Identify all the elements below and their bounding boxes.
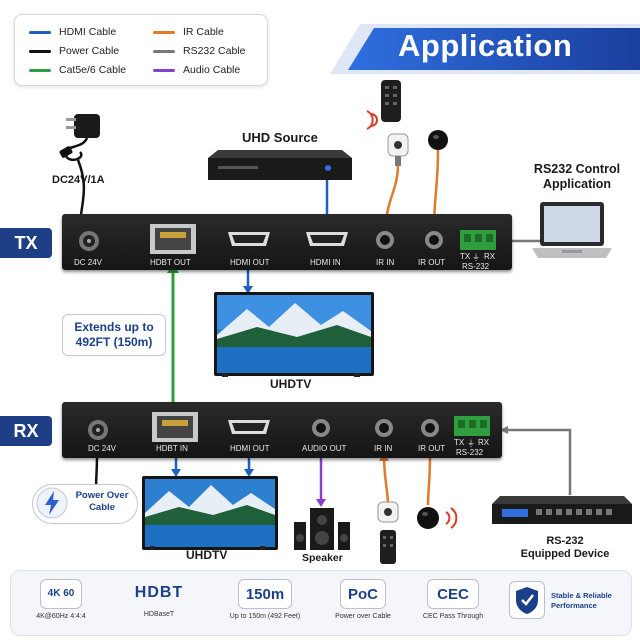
tx-port-hdmi-out: HDMI OUT <box>230 258 270 267</box>
tx-port-rs-tx: TX <box>460 252 471 261</box>
feature-badge-shield <box>509 581 545 619</box>
rx-port-rs-tx: TX <box>454 438 465 447</box>
uhdtv-rx-screen <box>142 476 278 550</box>
legend-label: Power Cable <box>59 45 120 57</box>
rx-port-hdbt-in: HDBT IN <box>156 444 188 453</box>
extends-callout <box>62 314 166 356</box>
feature-150m: 150m Up to 150m (492 Feet) <box>221 579 309 621</box>
extends-label: Extends up to 492FT (150m) <box>74 320 154 349</box>
tx-port-ground: ⏚ <box>472 253 480 262</box>
feature-sub-4k: 4K@60Hz 4:4:4 <box>36 613 86 620</box>
tx-port-hdbt-out: HDBT OUT <box>150 258 191 267</box>
feature-badge-150m: 150m <box>238 579 292 609</box>
legend-label: Audio Cable <box>183 64 241 76</box>
power-over-cable-label: Power Over Cable <box>75 490 129 513</box>
feature-badge-4k: 4K 60 <box>40 579 82 609</box>
tx-port-hdmi-in: HDMI IN <box>310 258 341 267</box>
feature-sub-150m: Up to 150m (492 Feet) <box>229 613 301 620</box>
ir-cable-rx-in <box>382 454 390 506</box>
uhdtv-tx-label: UHDTV <box>270 377 312 391</box>
tx-port-ir-in: IR IN <box>376 258 395 267</box>
rx-port-rs232: RS-232 <box>456 448 484 457</box>
rs232-cable-rx <box>502 428 572 495</box>
legend-label: IR Cable <box>183 26 224 38</box>
legend-label: HDMI Cable <box>59 26 117 38</box>
feature-strip: 4K 60 4K@60Hz 4:4:4 HDBT HDBaseT 150m Up… <box>10 570 632 636</box>
tx-port-ir-out: IR OUT <box>418 258 446 267</box>
banner-title: Application <box>398 28 573 63</box>
uhdtv-rx-label: UHDTV <box>186 548 228 562</box>
speaker-label: Speaker <box>302 552 343 564</box>
legend-item-cat: Cat5e/6 Cable <box>29 64 126 76</box>
power-adapter-label: DC24V/1A <box>52 174 105 186</box>
rx-port-ground: ⏚ <box>467 439 475 448</box>
cable-legend: HDMI Cable Power Cable Cat5e/6 Cable IR … <box>14 14 268 86</box>
feature-poc: PoC Power over Cable <box>319 579 407 621</box>
rx-ports <box>88 412 490 442</box>
tx-port-rs232: RS-232 <box>462 262 490 271</box>
feature-badge-hdbt: HDBT <box>134 584 184 601</box>
ir-receiver-remote-icon <box>366 80 409 166</box>
tv-foot <box>354 373 360 377</box>
shield-icon <box>516 587 538 614</box>
legend-item-rs232: RS232 Cable <box>153 45 245 57</box>
ir-emitter-icon <box>428 130 448 150</box>
speaker-icon <box>294 508 350 550</box>
ir-receiver-remote-icon <box>377 501 399 564</box>
legend-swatch-ir <box>153 30 175 34</box>
tv-foot <box>150 546 155 550</box>
legend-swatch-power <box>29 49 51 53</box>
feature-badge-poc: PoC <box>340 579 386 609</box>
bluray-player-icon <box>208 150 352 180</box>
legend-label: RS232 Cable <box>183 45 246 57</box>
feature-sub-stable: Stable & Reliable Performance <box>551 591 612 610</box>
feature-4k60: 4K 60 4K@60Hz 4:4:4 <box>17 579 105 621</box>
rx-port-hdmi-out: HDMI OUT <box>230 444 270 453</box>
rx-port-dc: DC 24V <box>88 444 117 453</box>
legend-swatch-audio <box>153 68 175 72</box>
tv-foot <box>260 546 265 550</box>
feature-sub-poc: Power over Cable <box>335 613 391 620</box>
rs232-control-label: RS232 Control Application <box>533 162 621 191</box>
rx-tag: RX <box>0 416 52 446</box>
legend-item-audio: Audio Cable <box>153 64 240 76</box>
feature-sub-cec: CEC Pass Through <box>422 613 484 620</box>
laptop-icon <box>532 202 612 258</box>
matrix-switch-icon <box>492 496 632 524</box>
rs232-device-label: RS-232 Equipped Device <box>520 535 610 560</box>
feature-hdbt: HDBT HDBaseT <box>115 579 203 619</box>
feature-badge-cec: CEC <box>427 579 479 609</box>
legend-swatch-cat <box>29 68 51 72</box>
tv-foot <box>222 373 228 377</box>
tx-ports <box>79 224 496 254</box>
tx-port-dc: DC 24V <box>74 258 103 267</box>
feature-cec: CEC CEC Pass Through <box>409 579 497 621</box>
power-adapter-icon <box>59 114 100 162</box>
rx-port-audio-out: AUDIO OUT <box>302 444 347 453</box>
application-banner <box>330 24 640 74</box>
uhd-source-label: UHD Source <box>242 130 318 145</box>
legend-item-hdmi: HDMI Cable <box>29 26 116 38</box>
legend-item-power: Power Cable <box>29 45 119 57</box>
legend-item-ir: IR Cable <box>153 26 224 38</box>
legend-label: Cat5e/6 Cable <box>59 64 127 76</box>
tv-landscape-image <box>145 479 275 547</box>
legend-swatch-hdmi <box>29 30 51 34</box>
lightning-icon <box>36 487 68 519</box>
rx-port-rs-rx: RX <box>478 438 490 447</box>
legend-swatch-rs232 <box>153 49 175 53</box>
ir-emitter-icon <box>417 507 458 529</box>
tv-landscape-image <box>217 295 371 373</box>
ir-cable-rx-out <box>426 454 432 506</box>
tx-tag: TX <box>0 228 52 258</box>
rx-port-ir-out: IR OUT <box>418 444 446 453</box>
rx-port-ir-in: IR IN <box>374 444 393 453</box>
feature-sub-hdbt: HDBaseT <box>143 611 175 618</box>
uhdtv-tx-screen <box>214 292 374 376</box>
tx-port-rs-rx: RX <box>484 252 496 261</box>
